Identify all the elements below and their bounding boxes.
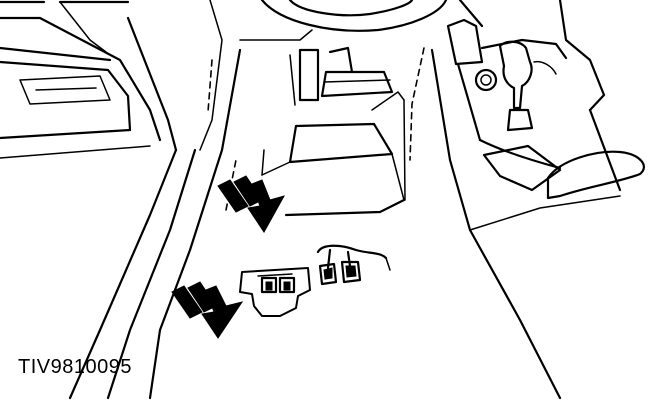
steering-column	[239, 0, 448, 41]
figure-reference-code: TIV9810095	[18, 356, 132, 378]
harness-plugs	[316, 244, 391, 286]
arrow-lower	[171, 281, 244, 339]
connector-bracket	[239, 267, 311, 317]
door-frame	[0, 0, 242, 400]
floor-edges	[261, 153, 405, 201]
pedals	[289, 46, 394, 106]
center-console	[430, 0, 645, 400]
arrow-upper	[217, 175, 286, 233]
